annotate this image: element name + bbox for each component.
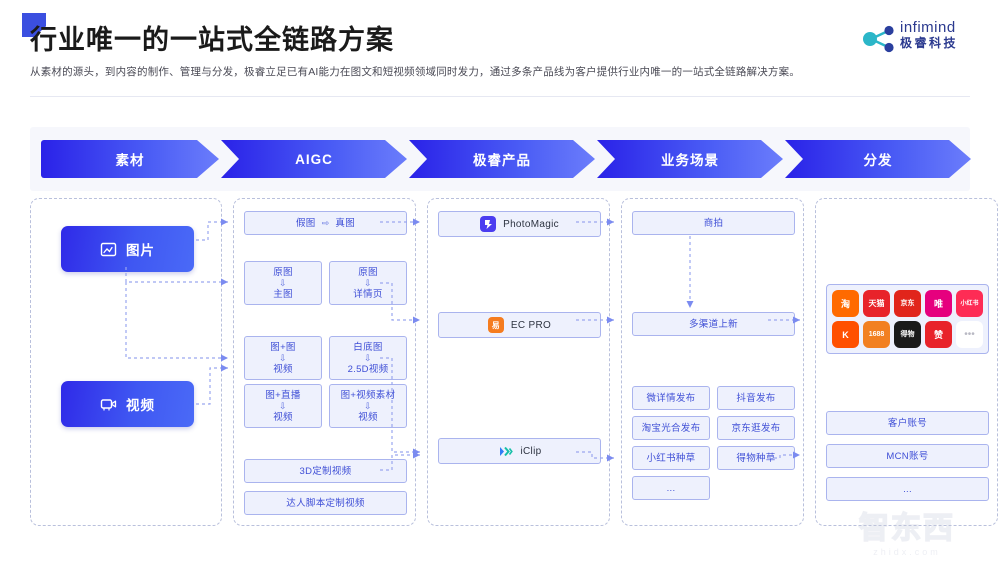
platform-icon-xiaohongshu[interactable]: 小红书 (956, 290, 983, 317)
arrow-down-icon: ⇩ (364, 400, 372, 411)
brand-logo: infimind 极睿科技 (862, 18, 982, 62)
account-cell-customer[interactable]: 客户账号 (826, 411, 989, 435)
scenario-cell-multichannel-launch[interactable]: 多渠道上新 (632, 312, 795, 336)
watermark: 智东西 zhidx.com (822, 499, 992, 561)
platform-icon-kuaishou[interactable]: K (832, 321, 859, 348)
platform-icon-tmall[interactable]: 天猫 (863, 290, 890, 317)
aigc-cell-live-to-video[interactable]: 图+直播 ⇩ 视频 (244, 384, 322, 428)
product-card-iclip[interactable]: iClip (438, 438, 601, 464)
stage-chevron-products[interactable]: 极睿产品 (409, 140, 595, 178)
aigc-cell-fake-to-real-from: 假图 (295, 217, 316, 229)
material-card-image[interactable]: 图片 (61, 226, 194, 272)
aigc-cell-img-to-video-to: 视频 (273, 363, 293, 375)
aigc-cell-detail-page[interactable]: 原图 ⇩ 详情页 (329, 261, 407, 305)
material-label-video: 视频 (126, 398, 155, 413)
product-label-ecpro: EC PRO (510, 319, 552, 331)
stage-chevron-row: 素材 AIGC 极睿产品 业务场景 分发 (41, 140, 971, 178)
aigc-cell-main-image-from: 原图 (273, 266, 293, 278)
aigc-cell-fake-to-real[interactable]: 假图 ⇨ 真图 (244, 211, 407, 235)
aigc-cell-live-to-video-to: 视频 (273, 411, 293, 423)
scenario-cell-taobao-guanghe-publish[interactable]: 淘宝光合发布 (632, 416, 710, 440)
aigc-cell-img-to-video[interactable]: 图+图 ⇩ 视频 (244, 336, 322, 380)
logo-text-en: infimind (900, 19, 956, 36)
page-subtitle: 从素材的源头，到内容的制作、管理与分发，极睿立足已有AI能力在图文和短视频领域同… (30, 66, 801, 78)
aigc-cell-white-bg-25d[interactable]: 白底图 ⇩ 2.5D视频 (329, 336, 407, 380)
video-camera-icon (100, 398, 117, 411)
product-label-iclip: iClip (520, 445, 542, 457)
column-scenarios: 商拍 多渠道上新 微详情发布 抖音发布 淘宝光合发布 京东逛发布 小红书种草 得… (621, 198, 804, 526)
flow-columns: 图片 视频 假图 ⇨ 真图 原图 ⇩ 主图 (30, 198, 998, 526)
aigc-cell-white-bg-25d-to: 2.5D视频 (347, 363, 389, 375)
logo-text-cn: 极睿科技 (900, 36, 959, 50)
scenario-cell-douyin-publish[interactable]: 抖音发布 (717, 386, 795, 410)
slide-header: 行业唯一的一站式全链路方案 从素材的源头，到内容的制作、管理与分发，极睿立足已有… (0, 0, 1000, 100)
aigc-cell-img-to-video-from: 图+图 (270, 341, 296, 353)
scenario-cell-weidetail-publish[interactable]: 微详情发布 (632, 386, 710, 410)
stage-chevron-distribution[interactable]: 分发 (785, 140, 971, 178)
aigc-cell-material-to-video-to: 视频 (358, 411, 378, 423)
product-card-photomagic[interactable]: PhotoMagic (438, 211, 601, 237)
platform-icon-grid: 淘 天猫 京东 唯 小红书 K 1688 得物 赞 ••• (826, 284, 989, 354)
material-label-image: 图片 (126, 243, 155, 258)
watermark-en: zhidx.com (873, 547, 941, 557)
aigc-cell-detail-page-to: 详情页 (353, 288, 383, 300)
column-distribution: 淘 天猫 京东 唯 小红书 K 1688 得物 赞 ••• 客户账号 MCN账号… (815, 198, 998, 526)
aigc-cell-material-to-video[interactable]: 图+视频素材 ⇩ 视频 (329, 384, 407, 428)
aigc-cell-main-image-to: 主图 (273, 288, 293, 300)
arrow-down-icon: ⇩ (279, 400, 287, 411)
account-cell-more[interactable]: ... (826, 477, 989, 501)
platform-icon-jd[interactable]: 京东 (894, 290, 921, 317)
node-graph-icon (863, 25, 894, 53)
page-title: 行业唯一的一站式全链路方案 (30, 25, 394, 55)
aigc-cell-fake-to-real-to: 真图 (335, 217, 356, 229)
scenario-cell-more[interactable]: ... (632, 476, 710, 500)
arrow-down-icon: ⇩ (279, 352, 287, 363)
platform-icon-douyin[interactable]: 赞 (925, 321, 952, 348)
aigc-cell-live-to-video-from: 图+直播 (265, 389, 301, 401)
image-icon (100, 242, 117, 256)
arrow-down-icon: ⇩ (279, 277, 287, 288)
stage-chevron-aigc[interactable]: AIGC (221, 140, 407, 178)
aigc-cell-detail-page-from: 原图 (358, 266, 378, 278)
scenario-cell-xiaohongshu-seeding[interactable]: 小红书种草 (632, 446, 710, 470)
stage-band: 素材 AIGC 极睿产品 业务场景 分发 (30, 127, 970, 191)
column-aigc: 假图 ⇨ 真图 原图 ⇩ 主图 原图 ⇩ 详情页 图+图 ⇩ 视频 白底图 (233, 198, 416, 526)
iclip-icon (498, 443, 514, 459)
product-card-ecpro[interactable]: 易 EC PRO (438, 312, 601, 338)
arrow-down-icon: ⇩ (364, 277, 372, 288)
aigc-cell-3d-custom-video[interactable]: 3D定制视频 (244, 459, 407, 483)
stage-chevron-materials[interactable]: 素材 (41, 140, 219, 178)
platform-icon-more[interactable]: ••• (956, 321, 983, 348)
ecpro-icon: 易 (487, 317, 504, 333)
photomagic-icon (480, 216, 497, 232)
scenario-cell-dewu-seeding[interactable]: 得物种草 (717, 446, 795, 470)
watermark-cn: 智东西 (858, 511, 955, 546)
platform-icon-vipshop[interactable]: 唯 (925, 290, 952, 317)
account-cell-mcn[interactable]: MCN账号 (826, 444, 989, 468)
arrow-right-icon: ⇨ (321, 217, 330, 228)
aigc-cell-main-image[interactable]: 原图 ⇩ 主图 (244, 261, 322, 305)
aigc-cell-material-to-video-from: 图+视频素材 (340, 389, 396, 401)
product-label-photomagic: PhotoMagic (503, 218, 559, 230)
aigc-cell-white-bg-25d-from: 白底图 (353, 341, 383, 353)
material-card-video[interactable]: 视频 (61, 381, 194, 427)
column-products: PhotoMagic 易 EC PRO iClip (427, 198, 610, 526)
scenario-cell-jd-guang-publish[interactable]: 京东逛发布 (717, 416, 795, 440)
scenario-cell-commercial-shoot[interactable]: 商拍 (632, 211, 795, 235)
platform-icon-dewu[interactable]: 得物 (894, 321, 921, 348)
header-divider (30, 96, 970, 97)
platform-icon-taobao[interactable]: 淘 (832, 290, 859, 317)
platform-icon-1688[interactable]: 1688 (863, 321, 890, 348)
column-materials: 图片 视频 (30, 198, 222, 526)
stage-chevron-scenarios[interactable]: 业务场景 (597, 140, 783, 178)
arrow-down-icon: ⇩ (364, 352, 372, 363)
aigc-cell-kol-script-video[interactable]: 达人脚本定制视频 (244, 491, 407, 515)
